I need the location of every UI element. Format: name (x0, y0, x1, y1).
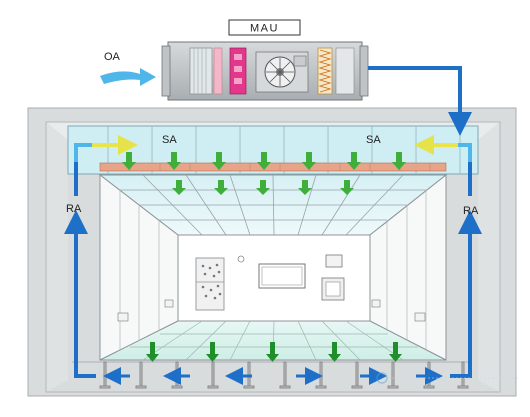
coil-icon (189, 47, 213, 95)
sa-label-right: SA (366, 134, 381, 146)
ra-label-right: RA (463, 205, 479, 217)
supply-duct (368, 66, 462, 116)
ra-label-left: RA (66, 203, 82, 215)
mau-unit (161, 41, 369, 101)
return-air-ducts (64, 158, 482, 378)
mau-title: MAU (250, 23, 279, 35)
return-elbow-left (74, 143, 92, 162)
wall-rails (119, 190, 427, 350)
return-elbow-right (458, 143, 472, 162)
downflow-arrows (146, 342, 402, 362)
outdoor-air-arrow (100, 68, 156, 86)
watermark-logo (376, 372, 520, 384)
heater-icon (229, 47, 247, 95)
mau-title-box (228, 19, 301, 36)
ceiling-grid (120, 174, 426, 236)
filter-icon (99, 162, 447, 172)
supply-air-arrows (122, 152, 406, 195)
back-wall-equipment (117, 254, 426, 322)
sa-label-left: SA (162, 134, 177, 146)
wall-logo-icon (237, 255, 245, 263)
oa-label: OA (104, 51, 121, 63)
fan-icon (255, 51, 309, 93)
